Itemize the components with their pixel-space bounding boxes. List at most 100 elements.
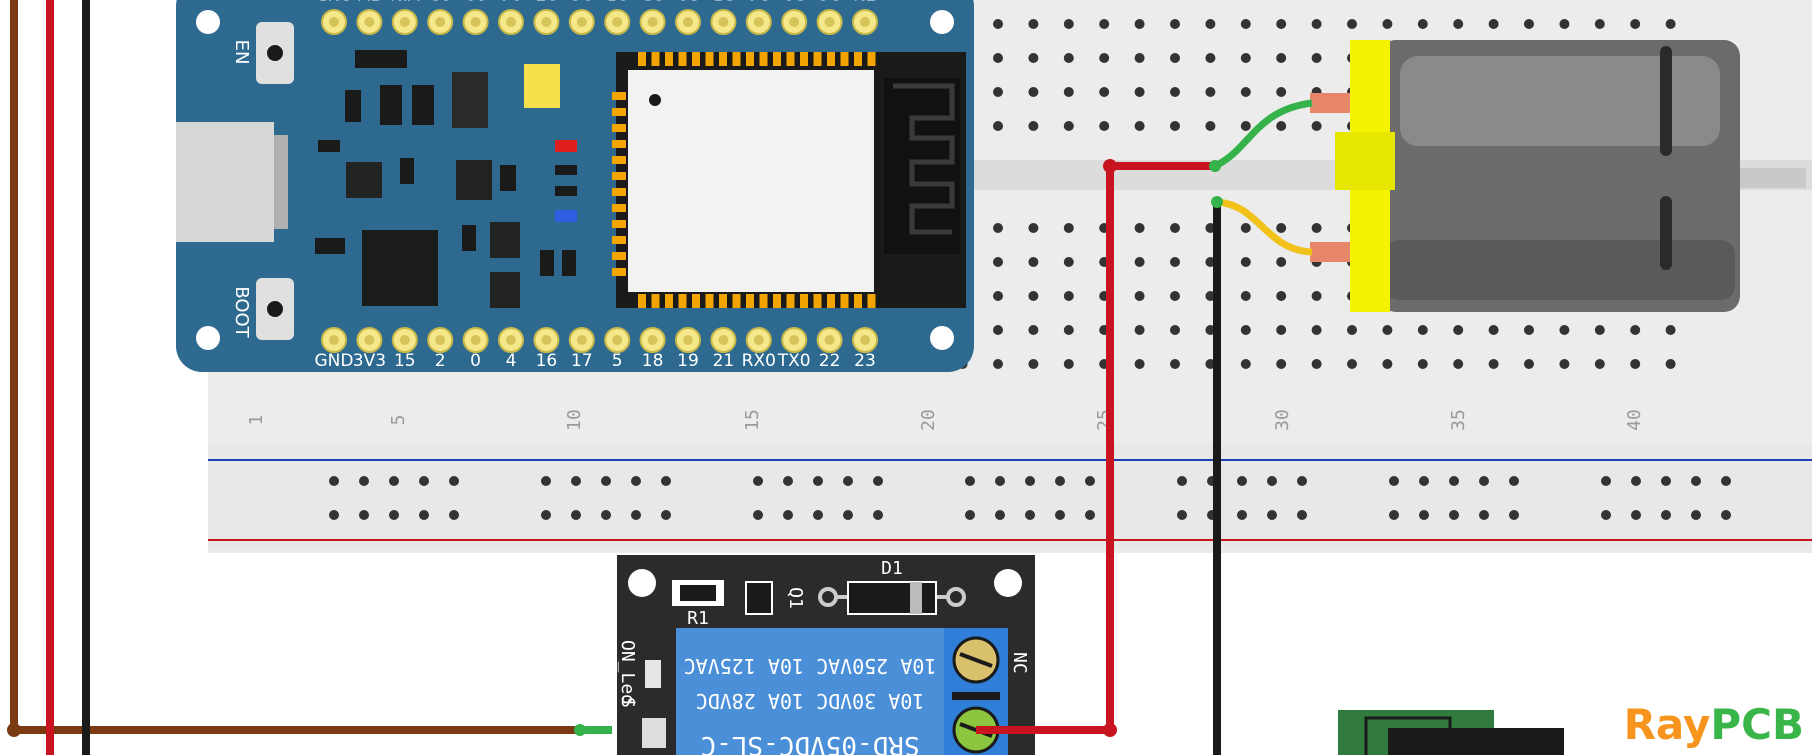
esp32-board: EN BOOT bbox=[176, 0, 974, 372]
breadboard-hole bbox=[1311, 223, 1322, 233]
motor-terminal-1 bbox=[1310, 93, 1350, 113]
rail-hole bbox=[1419, 510, 1429, 520]
esp32-pin-label: 27 bbox=[536, 0, 558, 3]
breadboard-hole bbox=[1276, 223, 1287, 233]
breadboard-hole bbox=[993, 19, 1003, 29]
esp32-pin-label: 22 bbox=[819, 351, 841, 371]
module-pads bbox=[612, 52, 876, 308]
rail-hole bbox=[1509, 476, 1519, 486]
breadboard-hole bbox=[1417, 325, 1428, 335]
rail-hole bbox=[843, 476, 853, 486]
rail-hole bbox=[389, 510, 399, 520]
rail-hole bbox=[1449, 476, 1459, 486]
breadboard-hole bbox=[1311, 291, 1322, 301]
breadboard-hole bbox=[1205, 359, 1216, 369]
rail-hole bbox=[571, 476, 581, 486]
breadboard-hole bbox=[1205, 87, 1216, 97]
breadboard-hole bbox=[993, 325, 1003, 335]
breadboard-hole bbox=[1170, 291, 1180, 301]
rail-hole bbox=[1085, 510, 1095, 520]
breadboard-hole bbox=[1453, 19, 1464, 29]
rail-hole bbox=[1267, 510, 1277, 520]
breadboard-hole bbox=[1382, 325, 1393, 335]
rail-hole bbox=[1691, 510, 1701, 520]
breadboard-hole bbox=[1170, 257, 1180, 267]
breadboard-hole bbox=[1099, 87, 1110, 97]
mount-hole bbox=[196, 326, 220, 350]
motor-terminal-2 bbox=[1310, 242, 1350, 262]
esp32-pin-label: 17 bbox=[571, 351, 593, 371]
breadboard-hole bbox=[1347, 325, 1357, 335]
usb-connector-pins bbox=[274, 135, 288, 229]
rail-hole bbox=[571, 510, 581, 520]
rail-hole bbox=[1479, 476, 1489, 486]
esp32-pin-label: 33 bbox=[642, 0, 664, 3]
breadboard-hole bbox=[1347, 19, 1357, 29]
breadboard-hole bbox=[1311, 359, 1322, 369]
breadboard-hole bbox=[1240, 359, 1251, 369]
column-number: 30 bbox=[1272, 409, 1293, 431]
pcb-antenna bbox=[884, 78, 960, 254]
breadboard-hole bbox=[1170, 19, 1180, 29]
rail-hole bbox=[449, 510, 459, 520]
rail-hole bbox=[1267, 476, 1277, 486]
breadboard-hole bbox=[1134, 291, 1145, 301]
esp32-pin-label: 3V3 bbox=[353, 351, 386, 371]
relay-rating-2: 10A 250VAC 10A 125VAC bbox=[684, 654, 937, 678]
rail-hole bbox=[419, 510, 429, 520]
power-module bbox=[1338, 710, 1564, 755]
motor-highlight bbox=[1400, 56, 1720, 146]
breadboard-hole bbox=[1028, 53, 1039, 63]
rail-hole bbox=[1389, 510, 1399, 520]
esp32-pin-label: 15 bbox=[394, 351, 416, 371]
breadboard-hole bbox=[1134, 257, 1145, 267]
breadboard-hole bbox=[993, 359, 1003, 369]
power-rail bbox=[208, 445, 1812, 550]
breadboard-hole bbox=[1028, 359, 1039, 369]
column-number: 5 bbox=[388, 415, 409, 426]
breadboard-hole bbox=[1028, 257, 1039, 267]
breadboard-hole bbox=[1311, 121, 1322, 131]
relay-coil bbox=[676, 628, 944, 755]
breadboard-hole bbox=[1630, 19, 1641, 29]
esp32-pin-label: 13 bbox=[429, 0, 451, 3]
breadboard-hole bbox=[1311, 325, 1322, 335]
rail-hole bbox=[661, 476, 671, 486]
rail-hole bbox=[783, 510, 793, 520]
usb-uart-chip bbox=[362, 230, 438, 306]
d1-label: D1 bbox=[881, 558, 903, 579]
esp32-wroom-module bbox=[612, 52, 966, 308]
rail-hole bbox=[1237, 510, 1247, 520]
rail-hole bbox=[1631, 476, 1641, 486]
breadboard-hole bbox=[1240, 223, 1251, 233]
esp32-top-pin-header: GND5VVIN131214272625333235343936EN bbox=[315, 0, 878, 35]
yellow-motor-lead bbox=[1216, 198, 1313, 256]
breadboard-hole bbox=[1488, 359, 1499, 369]
breadboard-hole bbox=[1276, 87, 1287, 97]
rail-hole bbox=[995, 510, 1005, 520]
column-number: 20 bbox=[918, 409, 939, 431]
boot-button-label: BOOT bbox=[231, 286, 252, 338]
breadboard-hole bbox=[1028, 291, 1039, 301]
breadboard-hole bbox=[1063, 53, 1074, 63]
esp32-pin-label: 0 bbox=[470, 351, 481, 371]
rail-hole bbox=[1661, 476, 1671, 486]
column-number: 35 bbox=[1448, 409, 1469, 431]
breadboard-hole bbox=[1311, 53, 1322, 63]
r1-label: R1 bbox=[687, 608, 709, 629]
esp32-pin-label: 4 bbox=[506, 351, 517, 371]
rail-hole bbox=[873, 510, 883, 520]
q1-transistor bbox=[745, 581, 773, 615]
breadboard-hole bbox=[1276, 19, 1287, 29]
breadboard-hole bbox=[1417, 19, 1428, 29]
breadboard-hole bbox=[1063, 359, 1074, 369]
rail-hole bbox=[1601, 510, 1611, 520]
nc-label: NC bbox=[1009, 652, 1030, 674]
rail-hole bbox=[449, 476, 459, 486]
rail-hole bbox=[843, 510, 853, 520]
rail-hole bbox=[1449, 510, 1459, 520]
relay-rating-1: 10A 30VDC 10A 28VDC bbox=[696, 689, 925, 713]
breadboard-hole bbox=[1205, 223, 1216, 233]
rail-hole bbox=[1479, 510, 1489, 520]
